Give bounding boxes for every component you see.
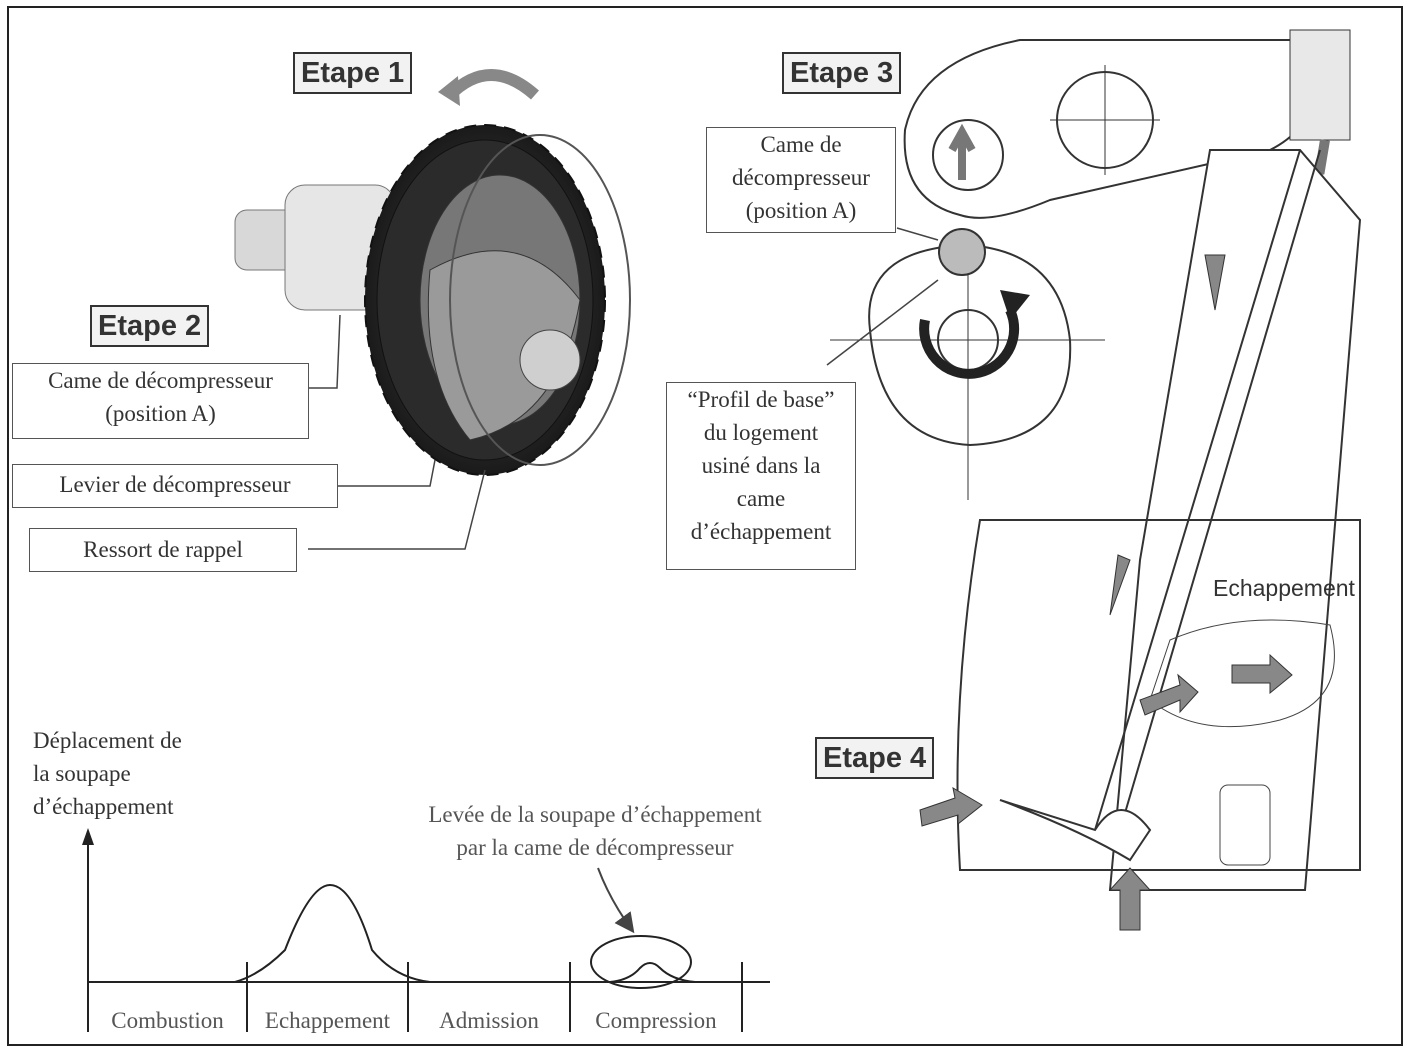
decompressor-lift-curve: [609, 962, 696, 983]
step-3-label: Etape 3: [782, 52, 902, 94]
callout-profile-line3: usiné dans la: [701, 453, 821, 478]
callout-decompressor-cam: Came de décompresseur (position A): [12, 363, 309, 439]
graph-annotation: Levée de la soupape d’échappement par la…: [385, 798, 805, 864]
cylinder-head: [956, 519, 1361, 871]
decompressor-highlight-ellipse: [590, 935, 692, 989]
graph-ylabel: Déplacement de la soupape d’échappement: [33, 724, 182, 823]
valve-stem-left: [1094, 149, 1301, 831]
valve-cross-section: [830, 29, 1362, 931]
leader-line-lever: [338, 459, 436, 487]
callout-decompressor-cam-line2: (position A): [105, 401, 216, 426]
callout-valve-cam-line1: Came de: [760, 132, 842, 157]
phase-label-intake: Admission: [439, 1008, 539, 1033]
decompressor-weight: [519, 329, 581, 391]
adjuster-nut: [1289, 29, 1351, 141]
decompressor-cam-pin: [938, 228, 986, 276]
callout-profile-line4: came: [736, 486, 786, 511]
step-2-label: Etape 2: [90, 305, 210, 347]
annotation-arrow: [597, 867, 635, 934]
callout-profile-line2: du logement: [703, 420, 819, 445]
callout-profile-line5: d’échappement: [690, 519, 832, 544]
phase-label-combustion: Combustion: [111, 1008, 224, 1033]
rotation-arrowhead-icon: [438, 76, 460, 106]
graph-annotation-line1: Levée de la soupape d’échappement: [428, 802, 762, 827]
callout-base-profile: “Profil de base” du logement usiné dans …: [666, 382, 856, 570]
up-arrow-icon: [948, 123, 976, 180]
callout-decompressor-lever: Levier de décompresseur: [12, 464, 338, 508]
leader-line-spring: [308, 469, 486, 550]
callout-profile-line1: “Profil de base”: [687, 387, 835, 412]
graph-ylabel-line2: la soupape: [33, 761, 131, 786]
graph-ylabel-line1: Déplacement de: [33, 728, 182, 753]
step-1-label: Etape 1: [293, 52, 413, 94]
callout-valve-cam-line3: (position A): [745, 198, 857, 223]
leader-line-valve-cam: [896, 227, 939, 241]
exhaust-port: [1149, 619, 1335, 728]
exhaust-flow-arrow-1-icon: [1139, 673, 1199, 716]
exhaust-lift-curve: [88, 883, 431, 983]
valve-lift-graph: [82, 828, 770, 1032]
coolant-passage: [1219, 784, 1271, 866]
phase-label-compression: Compression: [595, 1008, 717, 1033]
valve-stem-right: [1119, 149, 1321, 831]
cam-rotation-arrow-icon: [919, 307, 1020, 379]
graph-annotation-line2: par la came de décompresseur: [456, 835, 734, 860]
leader-line-cam: [308, 314, 341, 389]
rotation-arrow-icon: [445, 69, 539, 100]
diagram-frame: [7, 6, 1403, 1046]
valve-head: [999, 799, 1152, 862]
callout-valve-decompressor-cam: Came de décompresseur (position A): [706, 127, 896, 233]
upward-flow-arrow-icon: [1108, 867, 1152, 931]
graph-y-axis-arrowhead: [82, 828, 94, 845]
step-4-label: Etape 4: [815, 737, 935, 779]
callout-decompressor-cam-line1: Came de décompresseur: [48, 368, 273, 393]
phase-label-exhaust: Echappement: [264, 1008, 391, 1033]
camshaft-sprocket-illustration: [234, 69, 631, 476]
callout-return-spring: Ressort de rappel: [29, 528, 297, 572]
cam-rotation-arrowhead-icon: [1000, 290, 1030, 320]
down-arrow-lower-icon: [1109, 554, 1131, 616]
down-arrow-upper-icon: [1204, 254, 1226, 311]
callout-valve-cam-line2: décompresseur: [732, 165, 870, 190]
return-spring-loop: [449, 134, 631, 466]
rocker-roller: [932, 119, 1004, 191]
graph-ylabel-line3: d’échappement: [33, 794, 174, 819]
leader-line-profile: [826, 279, 939, 366]
exhaust-flow-arrow-2-icon: [1231, 653, 1293, 695]
intake-flow-arrow-icon: [919, 787, 983, 827]
exhaust-label: Echappement: [1213, 575, 1355, 601]
